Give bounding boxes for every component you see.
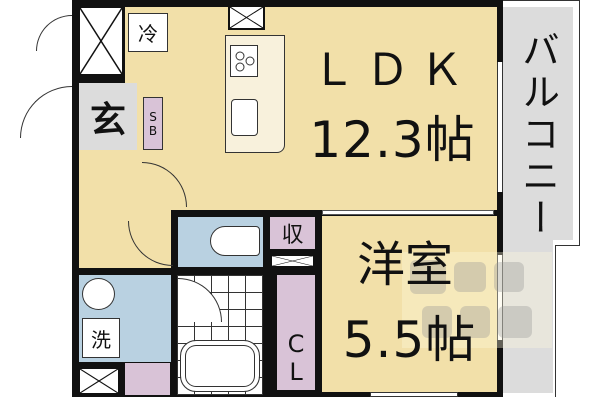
entrance: 玄 bbox=[79, 83, 137, 150]
window-ldk bbox=[497, 62, 503, 192]
balcony-lower bbox=[503, 238, 553, 393]
balcony-label: バルコニー bbox=[515, 30, 560, 240]
cross-icon bbox=[230, 7, 263, 28]
storage-label: 収 bbox=[281, 223, 304, 248]
entrance-closet bbox=[78, 6, 124, 76]
fridge-label: 冷 bbox=[128, 13, 168, 52]
entrance-label: 玄 bbox=[89, 99, 126, 141]
room-ldk bbox=[125, 7, 497, 210]
bathtub-icon bbox=[180, 340, 260, 392]
wash-basin-icon bbox=[82, 278, 115, 310]
wash-shaft bbox=[78, 367, 120, 395]
room-western bbox=[322, 216, 497, 392]
washroom-label: 洗 bbox=[82, 318, 120, 358]
cross-icon bbox=[80, 8, 122, 74]
window-western-bottom bbox=[370, 392, 458, 397]
entrance-door[interactable] bbox=[20, 86, 72, 138]
ldk-size: 12.3帖 bbox=[309, 111, 476, 169]
shoe-box: SB bbox=[143, 97, 163, 150]
wash-storage bbox=[125, 363, 170, 395]
partition-sliding-door bbox=[322, 210, 494, 215]
toilet-icon bbox=[210, 226, 260, 256]
cross-icon bbox=[80, 369, 118, 393]
window-western bbox=[497, 255, 503, 340]
storage-shaft bbox=[270, 254, 315, 268]
stove-icon bbox=[230, 45, 258, 77]
closet-door[interactable] bbox=[36, 15, 72, 51]
closet: CL bbox=[277, 275, 315, 390]
cross-icon bbox=[272, 256, 313, 266]
closet-label: CL bbox=[282, 329, 310, 386]
watermark-logo bbox=[402, 252, 552, 348]
ldk-label: ＬＤＫ bbox=[311, 45, 474, 96]
shoe-box-label: SB bbox=[146, 109, 160, 138]
sink-icon bbox=[231, 99, 258, 136]
storage: 収 bbox=[270, 217, 315, 249]
western-label: 洋室 bbox=[356, 237, 453, 293]
western-size: 5.5帖 bbox=[342, 311, 477, 369]
balcony bbox=[503, 7, 573, 240]
top-shaft bbox=[228, 5, 265, 30]
